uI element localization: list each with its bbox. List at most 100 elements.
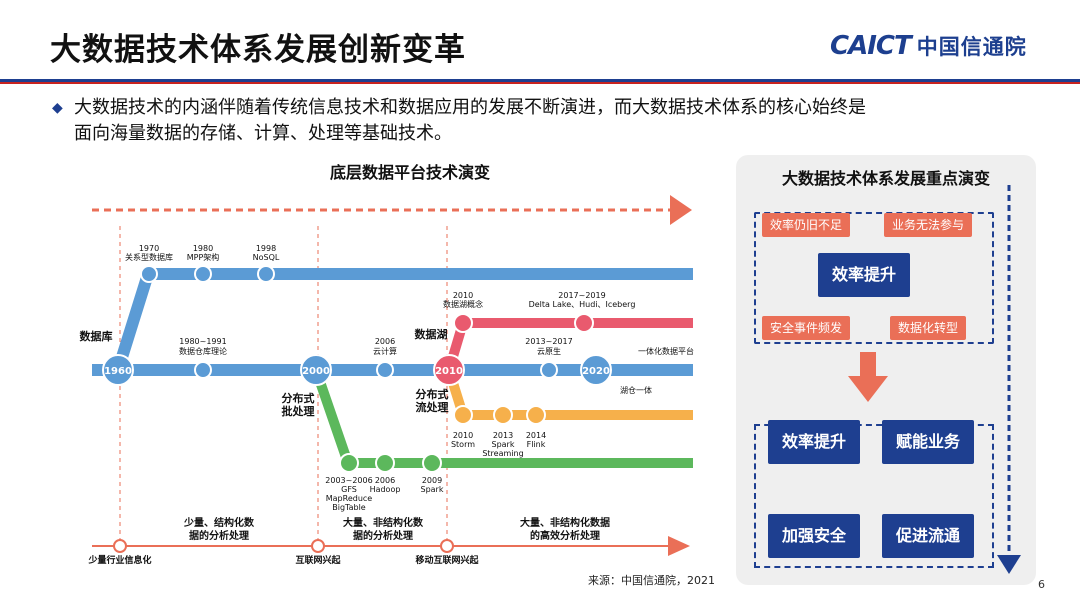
batch-row-year: 2009 <box>422 476 442 485</box>
main-row-node <box>376 361 394 379</box>
milestone-label: 少量行业信息化 <box>87 554 151 566</box>
datalake-row-label: 数据湖概念 <box>443 299 483 309</box>
datalake-row-node <box>453 313 473 333</box>
datalake-row-year: 2010 <box>453 291 473 300</box>
top-row-node <box>140 265 158 283</box>
problem-tag: 数据化转型 <box>890 316 967 340</box>
batch-row-year: 2003~2006 <box>325 476 372 485</box>
main-row-label: 云计算 <box>373 346 397 356</box>
slide-title: 大数据技术体系发展创新变革 <box>50 32 466 68</box>
milestone-node <box>311 539 325 553</box>
stream-branch-line <box>444 368 693 420</box>
main-row-year: 1980~1991 <box>179 337 226 346</box>
era-label: 大量、非结构化数 <box>343 516 424 529</box>
stream-row-node <box>493 405 513 425</box>
stream-row-node <box>526 405 546 425</box>
milestone-node <box>440 539 454 553</box>
stream-row-year: 2014 <box>526 431 546 440</box>
timeline-title: 底层数据平台技术演变 <box>330 163 490 182</box>
era-label: 据的分析处理 <box>353 529 413 542</box>
datalake-row-year: 2017~2019 <box>558 291 605 300</box>
stream-row-year: 2010 <box>453 431 473 440</box>
main-year-node <box>300 354 332 386</box>
top-row-year: 1970 <box>139 244 159 253</box>
problem-tag: 效率仍旧不足 <box>762 213 851 237</box>
lane-label-batch: 批处理 <box>282 404 315 418</box>
lane-label-batch: 分布式 <box>282 391 315 405</box>
main-year-node <box>580 354 612 386</box>
milestone-label: 互联网兴起 <box>295 554 341 566</box>
main-year-label: 2020 <box>582 366 610 377</box>
page-number: 6 <box>1038 578 1045 591</box>
batch-row-node <box>422 453 442 473</box>
main-year-label: 2000 <box>302 366 330 377</box>
milestone-label: 移动互联网兴起 <box>415 554 479 566</box>
main-row-year: 2006 <box>375 337 395 346</box>
main-row-year: 2013~2017 <box>525 337 572 346</box>
stream-row-label: Storm <box>451 440 475 449</box>
stream-row-label: Streaming <box>482 449 523 458</box>
top-row-label: 关系型数据库 <box>125 252 173 262</box>
main-row-label: 数据仓库理论 <box>179 346 227 356</box>
batch-row-label: GFS <box>341 485 357 494</box>
era-label: 的高效分析处理 <box>530 529 600 542</box>
main-row-label: 云原生 <box>537 346 561 356</box>
top-row-label: MPP架构 <box>187 252 220 262</box>
main-year-label: 1960 <box>104 366 132 377</box>
lane-label-stream: 流处理 <box>416 400 449 414</box>
milestone-node <box>113 539 127 553</box>
main-year-label: 2010 <box>435 366 463 377</box>
side-panel-title: 大数据技术体系发展重点演变 <box>781 169 990 188</box>
top-arrow-head-icon <box>670 195 692 225</box>
down-arrow-icon <box>848 352 888 402</box>
problem-tag: 安全事件频发 <box>762 316 851 340</box>
bullet-line-1: 大数据技术的内涵伴随着传统信息技术和数据应用的发展不断演进，而大数据技术体系的核… <box>74 97 866 118</box>
era-label: 少量、结构化数 <box>183 516 255 529</box>
era-label: 大量、非结构化数据 <box>520 516 610 529</box>
main-row-label: 一体化数据平台 <box>638 346 694 356</box>
stream-row-node <box>453 405 473 425</box>
top-row-node <box>194 265 212 283</box>
era-label: 据的分析处理 <box>189 529 249 542</box>
outcome-box: 促进流通 <box>882 514 975 558</box>
datalake-row-label: Delta Lake、Hudi、Iceberg <box>529 300 636 309</box>
main-row-node <box>540 361 558 379</box>
batch-row-node <box>339 453 359 473</box>
batch-row-node <box>375 453 395 473</box>
top-row-label: NoSQL <box>253 253 280 262</box>
lane-label-database: 数据库 <box>80 329 113 343</box>
problems-box <box>754 212 994 344</box>
batch-row-year: 2006 <box>375 476 395 485</box>
side-down-arrow-head-icon <box>997 555 1021 574</box>
bullet-line-2: 面向海量数据的存储、计算、处理等基础技术。 <box>74 123 452 144</box>
stream-row-year: 2013 <box>493 431 513 440</box>
bullet-text: 大数据技术的内涵伴随着传统信息技术和数据应用的发展不断演进，而大数据技术体系的核… <box>74 95 1034 147</box>
diamond-bullet-icon: ◆ <box>52 100 63 116</box>
main-year-node <box>102 354 134 386</box>
top-row-year: 1980 <box>193 244 213 253</box>
batch-row-label: BigTable <box>332 503 366 512</box>
main-row-label: 湖仓一体 <box>620 385 652 395</box>
outcomes-box <box>754 424 994 568</box>
logo-mark: CAICT <box>830 31 912 61</box>
main-row-node <box>194 361 212 379</box>
outcome-box: 效率提升 <box>768 420 861 464</box>
stream-row-label: Spark <box>492 440 515 449</box>
problem-tag: 业务无法参与 <box>884 213 973 237</box>
bottom-arrow-head-icon <box>668 536 690 556</box>
lane-label-datalake: 数据湖 <box>415 327 448 341</box>
slide-header: 大数据技术体系发展创新变革 CAICT 中国信通院 <box>0 0 1080 80</box>
outcome-box: 加强安全 <box>768 514 861 558</box>
source-note: 来源：中国信通院，2021 <box>588 574 715 587</box>
datalake-row-node <box>574 313 594 333</box>
top-row-year: 1998 <box>256 244 276 253</box>
lane-label-stream: 分布式 <box>416 387 449 401</box>
logo-text: 中国信通院 <box>916 35 1027 59</box>
center-goal-box: 效率提升 <box>818 253 911 297</box>
stream-row-label: Flink <box>527 440 546 449</box>
batch-row-label: MapReduce <box>326 494 373 503</box>
main-year-node <box>433 354 465 386</box>
outcome-box: 赋能业务 <box>882 420 975 464</box>
top-row-node <box>257 265 275 283</box>
